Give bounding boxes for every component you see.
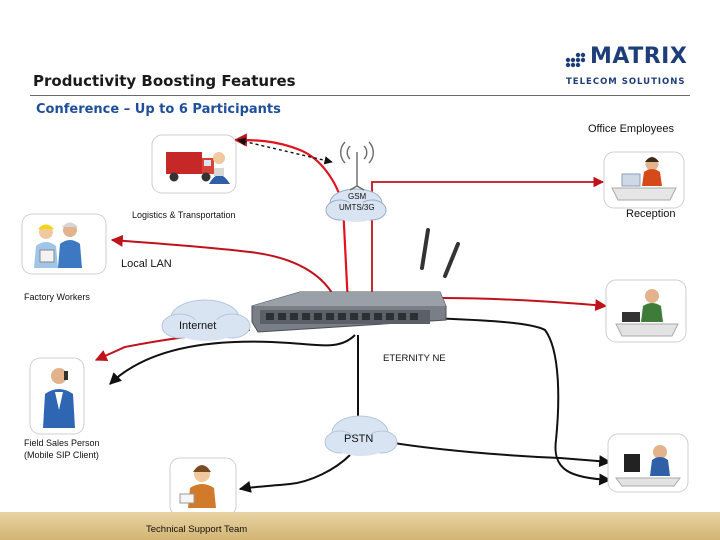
reception-icon	[603, 151, 685, 209]
matrix-logo: MATRIX TELECOM SOLUTIONS	[562, 44, 687, 90]
link-reception	[371, 176, 605, 298]
link-pstn-field-sales	[109, 334, 356, 385]
pstn-label: PSTN	[344, 433, 374, 445]
pstn-cloud	[324, 415, 398, 456]
mobile-sip-label: (Mobile SIP Client)	[24, 450, 99, 460]
technical-support-label: Technical Support Team	[146, 524, 248, 535]
title-divider	[30, 95, 690, 96]
link-pstn-office	[375, 439, 612, 468]
technical-support-icon	[169, 457, 237, 517]
link-device-office-pstn	[429, 317, 612, 486]
office-employee-icon	[607, 433, 689, 493]
link-lan-office	[439, 297, 608, 312]
device-label: ETERNITY NE	[383, 353, 446, 364]
office-employee-icon	[605, 279, 687, 343]
logo-dots-icon	[565, 52, 586, 68]
office-employees-label: Office Employees	[588, 123, 675, 135]
link-gsm-logistics	[233, 133, 350, 306]
field-sales-icon	[29, 357, 85, 435]
logo-wordmark: MATRIX	[590, 44, 688, 69]
internet-label: Internet	[179, 320, 217, 332]
factory-workers-label: Factory Workers	[24, 292, 90, 302]
truck-icon	[151, 134, 237, 194]
slide-title: Productivity Boosting Features	[33, 72, 296, 90]
link-lan-factory	[110, 234, 341, 311]
slide-subtitle: Conference – Up to 6 Participants	[36, 102, 281, 117]
link-pstn-technical	[238, 454, 351, 493]
footer-band	[0, 512, 720, 540]
logo-tagline: TELECOM SOLUTIONS	[566, 77, 686, 87]
internet-cloud	[161, 299, 251, 341]
eternity-ne-device	[251, 228, 460, 333]
gsm-label: GSM	[348, 192, 367, 201]
antenna-icon	[340, 141, 374, 191]
umts-label: UMTS/3G	[339, 203, 375, 212]
logistics-label: Logistics & Transportation	[132, 210, 236, 220]
gsm-cloud	[325, 188, 387, 222]
local-lan-label: Local LAN	[121, 258, 172, 270]
factory-workers-icon	[21, 213, 107, 275]
field-sales-label: Field Sales Person	[24, 438, 100, 448]
reception-label: Reception	[626, 208, 676, 220]
link-wireless-gsm	[237, 137, 333, 165]
